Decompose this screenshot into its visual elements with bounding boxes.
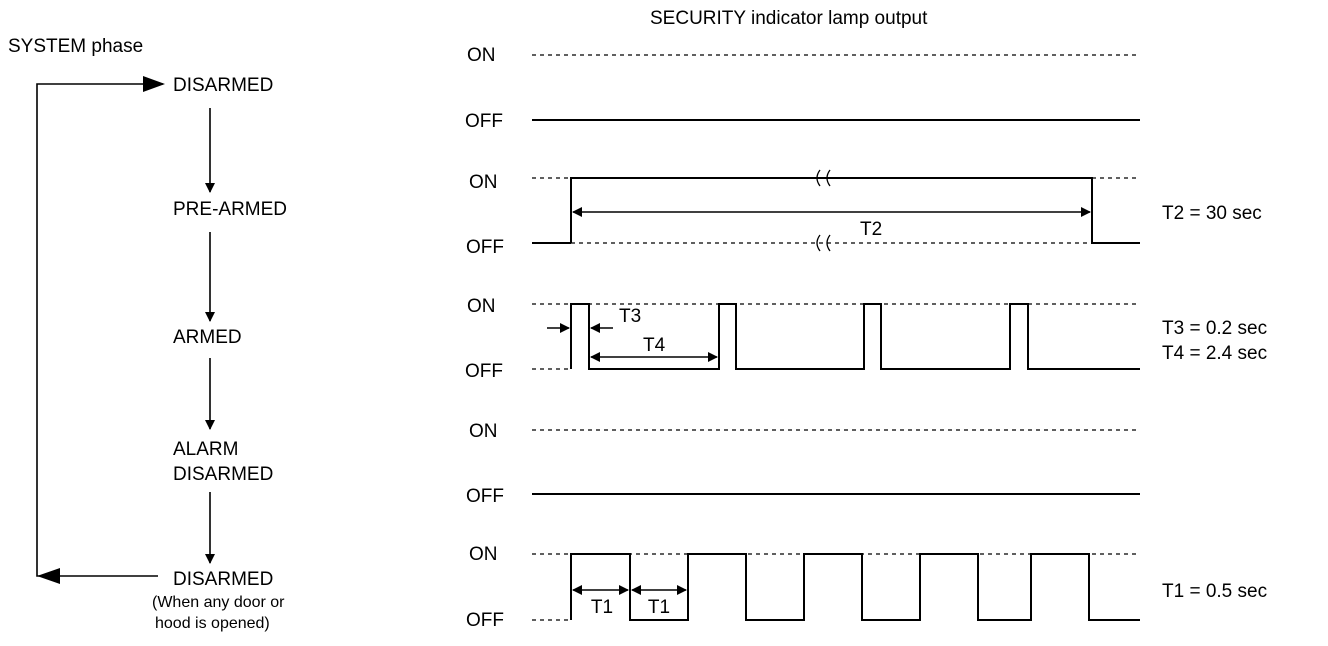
- system-phase-header: SYSTEM phase: [8, 36, 144, 57]
- phase-label-armed: ARMED: [173, 327, 242, 348]
- level-off-row2: OFF: [466, 237, 504, 258]
- t4-label: T4: [643, 335, 666, 356]
- t2-value: T2 = 30 sec: [1162, 203, 1262, 224]
- level-on-row3: ON: [467, 296, 496, 317]
- phase-label-pre-armed: PRE-ARMED: [173, 199, 288, 220]
- phase-note-line-2: hood is opened): [155, 615, 270, 632]
- phase-label-disarmed-door: DISARMED: [173, 569, 274, 590]
- level-off-row1: OFF: [465, 111, 503, 132]
- phase-label-alarm-disarmed: DISARMED: [173, 464, 274, 485]
- phase-label-disarmed: DISARMED: [173, 75, 274, 96]
- phase-flow: [36, 83, 215, 577]
- return-loop-line: [36, 83, 163, 577]
- waveform-door-open: [532, 553, 1140, 621]
- t1-label-2: T1: [647, 597, 671, 618]
- waveform-armed: [532, 303, 1140, 370]
- level-on-row4: ON: [469, 421, 498, 442]
- t4-value: T4 = 2.4 sec: [1162, 343, 1268, 364]
- t3-label: T3: [619, 306, 642, 327]
- t3-value: T3 = 0.2 sec: [1162, 318, 1268, 339]
- waveform-alarm-disarmed: [532, 429, 1140, 495]
- t1-label-1: T1: [590, 597, 614, 618]
- phase-note-line-1: (When any door or: [152, 594, 285, 611]
- lamp-output-header: SECURITY indicator lamp output: [650, 8, 928, 29]
- level-off-row3: OFF: [465, 361, 503, 382]
- t2-label: T2: [860, 219, 883, 240]
- level-on-row2: ON: [469, 172, 498, 193]
- phase-label-alarm: ALARM: [173, 439, 239, 460]
- level-off-row4: OFF: [466, 486, 504, 507]
- return-arrow-right-head: [143, 76, 165, 92]
- t1-value: T1 = 0.5 sec: [1162, 581, 1268, 602]
- waveform-disarmed: [532, 54, 1140, 121]
- return-arrow-left-head: [37, 568, 60, 584]
- level-off-row5: OFF: [466, 610, 504, 631]
- level-on-row5: ON: [469, 544, 498, 565]
- level-on-row1: ON: [467, 45, 496, 66]
- waveform-pre-armed: [532, 169, 1140, 252]
